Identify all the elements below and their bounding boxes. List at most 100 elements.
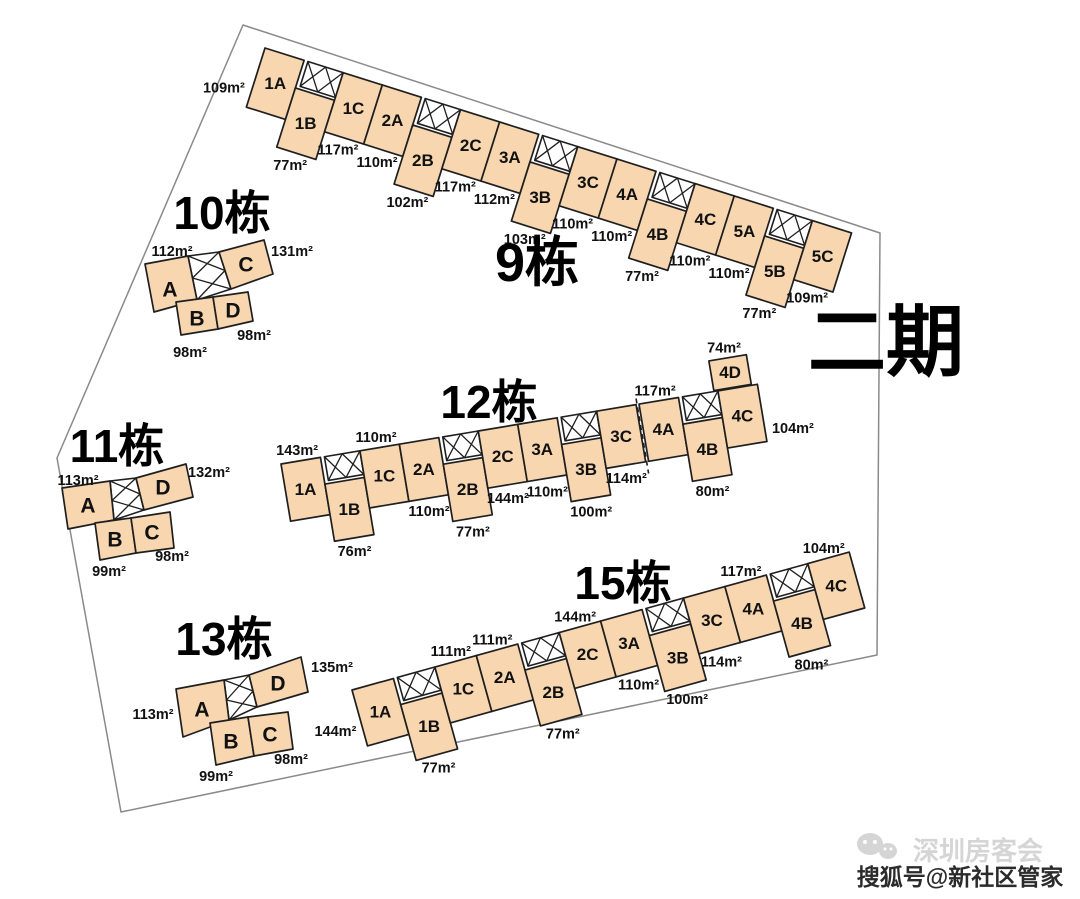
building-12-unit-4C [717,383,768,449]
building-9-area-2B: 102m² [386,195,428,211]
building-11-unit-label-A: A [80,495,95,518]
building-9-core-1B-x3 [317,72,344,93]
building-9-core-2B-x1 [417,103,444,124]
building-15-area-3C: 114m² [701,654,742,670]
building-12-core-4B-x3 [703,390,719,418]
building-9-unit-5C [792,219,853,293]
building-15-area-2A: 111m² [472,633,512,649]
building-9-unit-label-3C: 3C [577,173,599,192]
building-15-core-1B-x3 [421,666,436,696]
building-9-area-5A: 110m² [708,266,749,282]
building-9-unit-label-5A: 5A [734,222,756,241]
building-12-unit-1B [324,476,375,543]
building-13-core-x1 [226,674,250,701]
building-9-unit-label-2C: 2C [460,136,482,155]
building-15-area-1A: 144m² [314,724,356,740]
building-10-area-C: 131m² [271,244,313,260]
building-10-core-x0 [187,255,226,272]
building-9-unit-label-3B: 3B [529,188,551,207]
building-10-unit-label-B: B [189,308,204,331]
building-12-area-3C: 114m² [606,471,647,487]
building-11-area-C: 98m² [155,549,189,565]
building-10-unit-label-D: D [225,300,240,323]
building-12-area-2B: 77m² [456,524,490,540]
building-15-unit-label-4A: 4A [743,599,765,618]
building-11-area-D: 132m² [188,465,230,481]
building-12-area-1C: 110m² [355,430,396,446]
building-12-area-1A: 143m² [276,443,318,459]
building-9-unit-3B [510,161,570,235]
building-12-unit-label-2C: 2C [492,447,514,466]
building-13-unit-D [248,656,309,708]
building-15-unit-label-2A: 2A [494,668,516,687]
building-15-unit-4C [806,551,866,621]
building-9-unit-5B [745,235,805,309]
building-15-unit-label-3C: 3C [701,611,723,630]
building-9-core-5B-x1 [768,214,796,235]
building-13-core-x2 [226,699,258,708]
building-15-area-2B: 77m² [546,726,580,742]
building-9-area-4C: 110m² [669,254,710,270]
building-12-unit-label-2B: 2B [457,480,479,499]
building-15-core-2B-x1 [527,637,541,667]
building-13-area-D: 135m² [311,660,353,676]
building-9-unit-label-4A: 4A [616,185,638,204]
building-9-unit-1B [275,87,336,161]
building-9-area-2A: 110m² [356,155,397,171]
building-15-core-3B-x1 [651,603,666,632]
building-10-area-A: 112m² [151,244,192,260]
building-12-unit-2B [442,456,494,523]
building-10-core-x1 [192,251,220,279]
building-10-unit-label-A: A [162,279,177,302]
building-15-core-4B-x3 [794,563,809,593]
building-11-core-x3 [113,493,141,521]
building-9-unit-2B [393,124,453,198]
building-15-area-1B: 77m² [422,761,456,777]
building-12-unit-3C [595,403,647,470]
building-15-core-2B-x3 [546,632,560,662]
building-9-unit-label-2A: 2A [382,111,404,130]
building-11-unit-C [130,511,175,554]
building-15-unit-label-2C: 2C [577,645,599,664]
building-12-area-4C: 104m² [772,421,814,437]
building-9-unit-label-5B: 5B [764,262,786,281]
building-12-core-2B-x1 [446,433,462,461]
building-15-area-2C: 144m² [554,610,596,626]
building-9-core-5B-x3 [786,220,813,241]
building-12-area-1B: 76m² [338,544,372,560]
building-9-area-1C: 117m² [317,143,358,159]
building-10-core-x3 [196,270,226,301]
site-boundary [56,24,881,813]
building-13-core-x3 [228,690,254,721]
building-9-area-4A: 110m² [591,229,632,245]
building-10-title: 10栋 [173,187,270,239]
building-12-unit-4D [708,353,753,392]
building-9-core-2B-x3 [434,109,461,130]
building-12-unit-label-1B: 1B [339,500,361,519]
building-15-core-1B-x1 [403,671,417,701]
building-12-unit-label-4D: 4D [719,363,741,382]
building-13-area-C: 98m² [274,752,308,768]
building-15-unit-label-1A: 1A [370,703,392,722]
building-12-core-1B-x1 [327,453,343,481]
building-9-unit-label-4B: 4B [647,225,669,244]
watermark-handle: 搜狐号@新社区管家 [857,864,1063,890]
building-13-core-x0 [223,679,254,692]
building-15-area-1C: 111m² [431,644,471,660]
building-15-unit-label-4B: 4B [791,614,813,633]
building-9-unit-4B [627,198,688,272]
building-9-core-4B-x1 [651,177,678,198]
building-9-core-4B-x3 [669,183,696,204]
building-15-unit-label-1C: 1C [452,680,474,699]
building-9-title: 9栋 [495,233,579,293]
building-11-area-A: 113m² [57,473,98,489]
building-9-area-3A: 112m² [474,192,515,208]
building-12-unit-label-1A: 1A [295,480,317,499]
building-15-unit-label-3A: 3A [618,634,640,653]
building-11-area-B: 99m² [92,564,126,580]
building-9-unit-label-1A: 1A [264,74,286,93]
building-11-unit-label-C: C [144,522,159,545]
building-13-unit-label-A: A [194,699,209,722]
building-12-area-4B: 80m² [696,484,730,500]
